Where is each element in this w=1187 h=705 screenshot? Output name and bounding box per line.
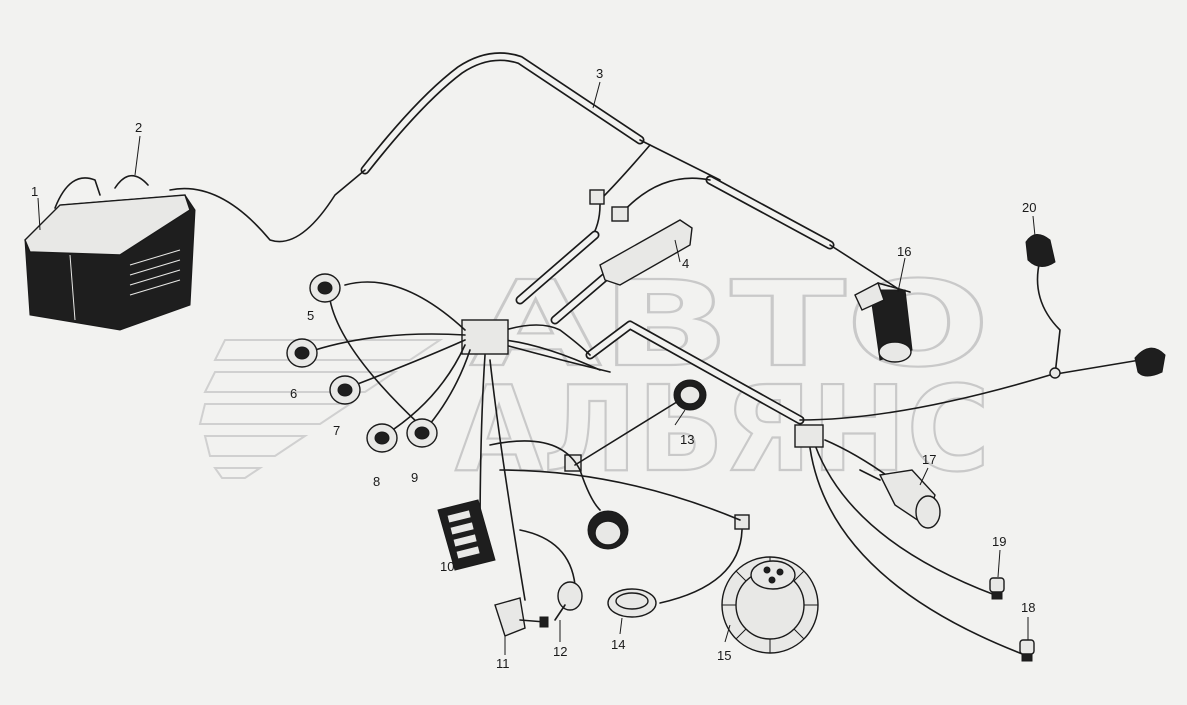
callout-20: 20 <box>1022 200 1036 215</box>
lamps-left <box>286 273 471 453</box>
motor-17 <box>859 469 941 529</box>
callout-5: 5 <box>307 308 314 323</box>
callout-14: 14 <box>611 637 625 652</box>
callout-13: 13 <box>680 432 694 447</box>
callout-11: 11 <box>496 656 510 671</box>
callout-18: 18 <box>1021 600 1035 615</box>
watermark-stripes <box>198 339 444 479</box>
harness-connectors <box>461 189 824 530</box>
plug-18 <box>1019 639 1035 662</box>
main-harness <box>169 52 901 291</box>
callout-17: 17 <box>922 452 936 467</box>
callout-12: 12 <box>553 644 567 659</box>
callout-6: 6 <box>290 386 297 401</box>
callout-2: 2 <box>135 120 142 135</box>
callout-4: 4 <box>682 256 689 271</box>
lamp-lower <box>489 440 741 550</box>
motor-16 <box>854 282 913 363</box>
callout-15: 15 <box>717 648 731 663</box>
callout-3: 3 <box>596 66 603 81</box>
callouts: 1 2 3 4 5 6 7 8 9 10 11 12 13 14 15 16 1… <box>31 66 1036 671</box>
battery-pack <box>24 174 196 331</box>
callout-7: 7 <box>333 423 340 438</box>
disc-unit <box>607 529 743 618</box>
toggle-switch <box>489 359 549 637</box>
callout-8: 8 <box>373 474 380 489</box>
callout-1: 1 <box>31 184 38 199</box>
callout-10: 10 <box>440 559 454 574</box>
callout-16: 16 <box>897 244 911 259</box>
plug-19 <box>989 577 1005 600</box>
lamp-20 <box>1025 234 1166 379</box>
lamp-13 <box>574 379 707 466</box>
mounting-bracket <box>599 219 693 286</box>
callout-9: 9 <box>411 470 418 485</box>
sensor <box>519 529 583 621</box>
fan-unit <box>721 556 819 654</box>
callout-19: 19 <box>992 534 1006 549</box>
switch-panel <box>437 354 496 571</box>
